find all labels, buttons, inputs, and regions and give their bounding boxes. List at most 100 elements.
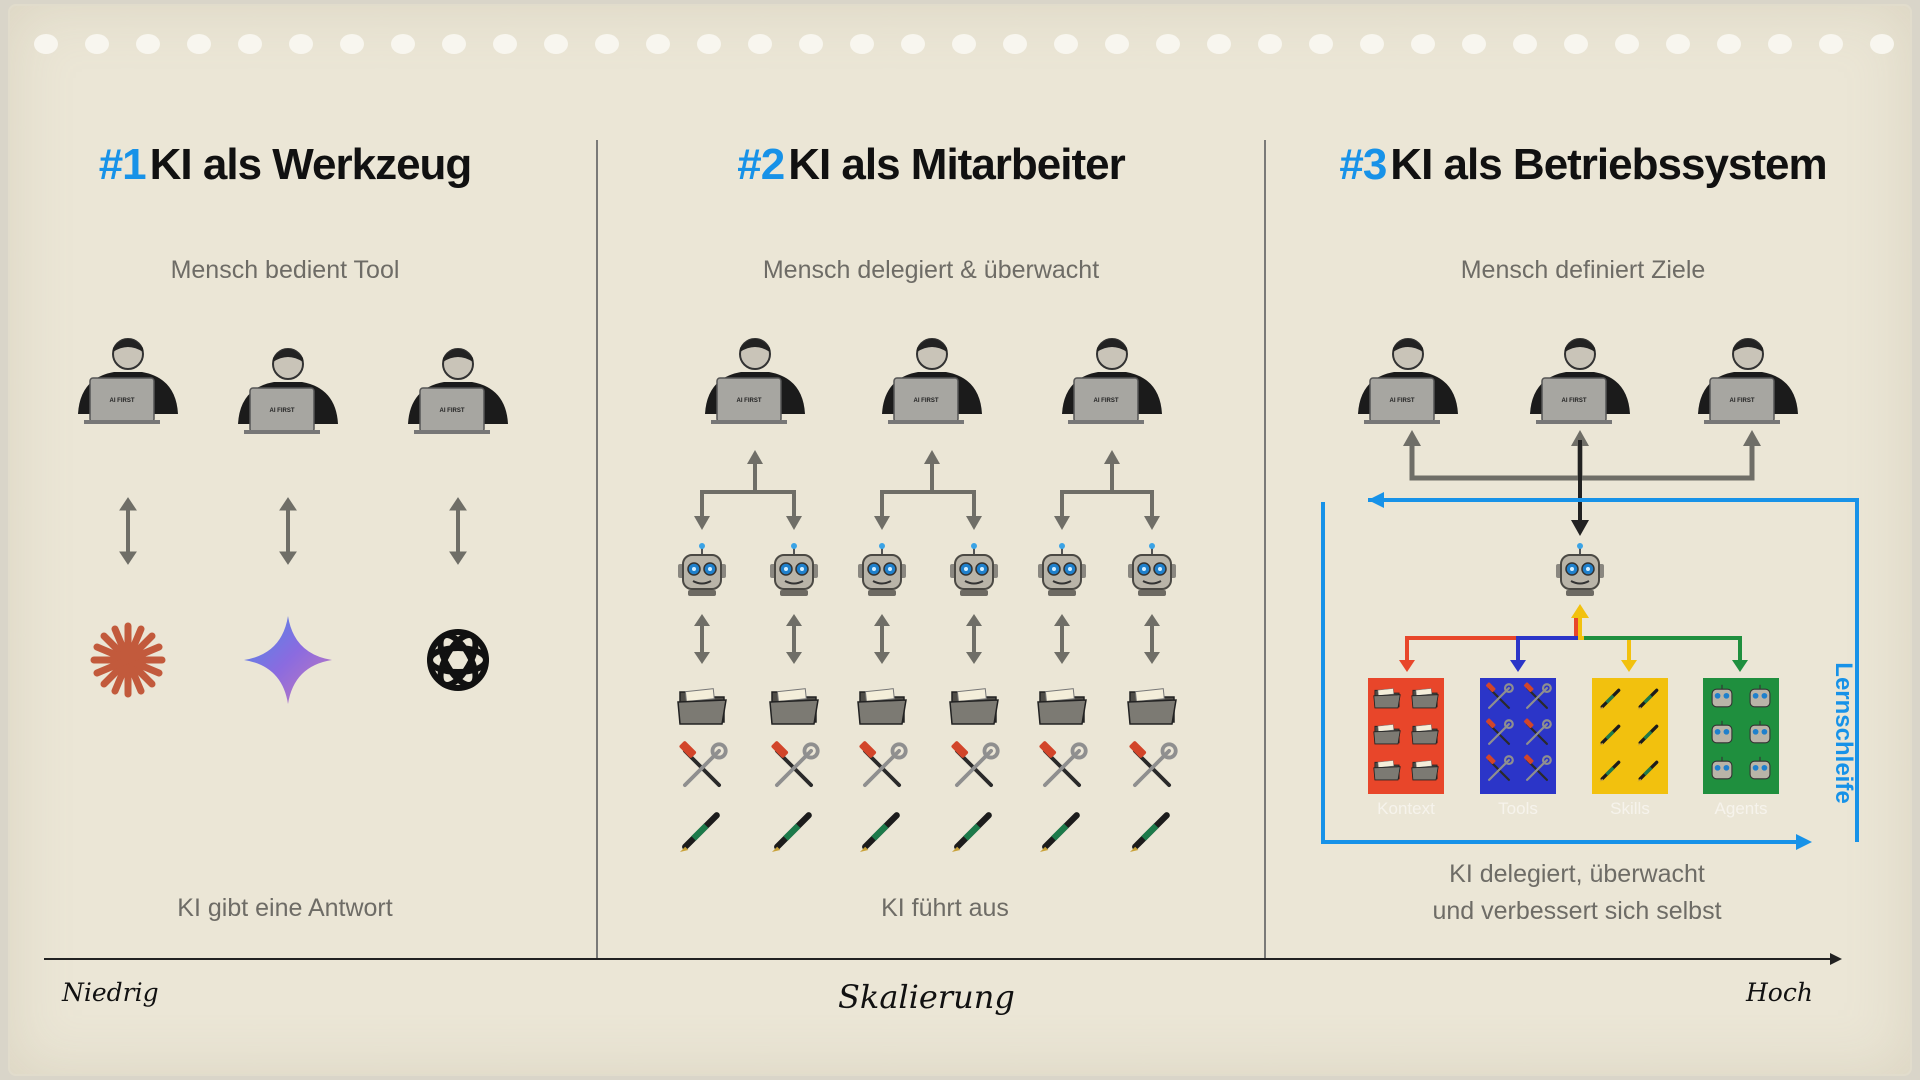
perforation-hole xyxy=(952,34,976,54)
bidirectional-arrows xyxy=(119,497,467,565)
perforation-hole xyxy=(1054,34,1078,54)
system-label: Skills xyxy=(1610,799,1650,818)
bottom-line-2: und verbessert sich selbst xyxy=(1432,897,1722,925)
column-1-graphics xyxy=(77,338,509,704)
person-figure xyxy=(1061,338,1163,425)
pen-icon xyxy=(1130,815,1167,852)
perforation-hole xyxy=(748,34,772,54)
tools-icon xyxy=(948,738,1000,787)
column-title: #2KI als Mitarbeiter xyxy=(600,140,1262,190)
perforation-hole xyxy=(1411,34,1435,54)
column-subtitle: Mensch bedient Tool xyxy=(170,256,400,284)
perforation-hole xyxy=(1870,34,1894,54)
perforation-hole xyxy=(595,34,619,54)
folder-icon xyxy=(677,687,727,725)
person-figure xyxy=(407,348,509,435)
orchestrator-robot xyxy=(1555,542,1605,597)
system-box-agents: Agents xyxy=(1703,678,1779,818)
perforation-hole xyxy=(34,34,58,54)
column-bottom-text: KI gibt eine Antwort xyxy=(177,894,393,922)
perforation-hole xyxy=(1003,34,1027,54)
person-figure xyxy=(1357,338,1459,425)
column-os: #3KI als Betriebssystem Mensch definiert… xyxy=(1268,0,1898,1000)
learning-loop xyxy=(1321,498,1859,844)
column-number: #3 xyxy=(1339,140,1387,189)
paper-background xyxy=(10,6,1910,1074)
perforation-hole xyxy=(442,34,466,54)
axis-high-label: Hoch xyxy=(1746,978,1813,1007)
perforation-hole xyxy=(1258,34,1282,54)
report-arrowheads xyxy=(1403,430,1761,446)
perforation-hole xyxy=(1564,34,1588,54)
folder-icon xyxy=(769,687,819,725)
scale-axis-arrow xyxy=(1830,953,1842,965)
perforation-hole xyxy=(1462,34,1486,54)
perforation-hole xyxy=(340,34,364,54)
perforation-hole xyxy=(136,34,160,54)
tools-icon xyxy=(768,738,820,787)
robot-agent xyxy=(857,542,907,597)
column-title: #3KI als Betriebssystem xyxy=(1268,140,1898,190)
column-title-text: KI als Werkzeug xyxy=(149,140,473,189)
loop-label: Lernschleife xyxy=(1830,662,1857,803)
axis-title: Skalierung xyxy=(838,978,1015,1016)
perforation-hole xyxy=(1666,34,1690,54)
robot-agent xyxy=(949,542,999,597)
system-boxes: Kontext Tools Skills Agents xyxy=(1368,678,1779,818)
system-label: Kontext xyxy=(1377,799,1435,818)
column-title-text: KI als Mitarbeiter xyxy=(788,140,1126,189)
perforation-hole xyxy=(1360,34,1384,54)
column-bottom-text: KI delegiert, überwacht und verbessert s… xyxy=(1262,856,1892,930)
folder-icon xyxy=(1037,687,1087,725)
perforation-hole xyxy=(544,34,568,54)
pen-icon xyxy=(1040,815,1077,852)
column-3-graphics: Lernschleife Kontext Tools Skills Agents xyxy=(1321,338,1859,850)
tools-icon xyxy=(856,738,908,787)
perforation-hole xyxy=(1819,34,1843,54)
robot-agent xyxy=(677,542,727,597)
person-figure xyxy=(881,338,983,425)
pen-icon xyxy=(772,815,809,852)
person-figure xyxy=(704,338,806,425)
robot-agent xyxy=(769,542,819,597)
system-label: Tools xyxy=(1498,799,1538,818)
perforation-hole xyxy=(187,34,211,54)
branch-lines xyxy=(1405,610,1742,662)
column-tool: #1KI als Werkzeug Mensch bedient Tool KI… xyxy=(40,0,530,1000)
robot-agent xyxy=(1127,542,1177,597)
gemini-icon xyxy=(244,616,332,704)
perforation-hole xyxy=(1156,34,1180,54)
perforation-hole xyxy=(85,34,109,54)
tools-icon xyxy=(676,738,728,787)
perforation-hole xyxy=(1768,34,1792,54)
person-figure xyxy=(1697,338,1799,425)
system-box-kontext: Kontext xyxy=(1368,678,1444,818)
column-title: #1KI als Werkzeug xyxy=(40,140,530,190)
robot-agent xyxy=(1037,542,1087,597)
column-bottom-text: KI führt aus xyxy=(881,894,1009,922)
perforation-hole xyxy=(238,34,262,54)
perforation-hole xyxy=(646,34,670,54)
perforation-hole xyxy=(1717,34,1741,54)
pen-icon xyxy=(680,815,717,852)
perforation-hole xyxy=(799,34,823,54)
column-coworker: #2KI als Mitarbeiter Mensch delegiert & … xyxy=(600,0,1262,1000)
column-2-graphics xyxy=(676,338,1178,852)
tools-icon xyxy=(1126,738,1178,787)
axis-low-label: Niedrig xyxy=(62,978,159,1007)
perforation-hole xyxy=(391,34,415,54)
perforation-hole xyxy=(289,34,313,54)
folder-icon xyxy=(949,687,999,725)
person-figure xyxy=(1529,338,1631,425)
column-title-text: KI als Betriebssystem xyxy=(1390,140,1827,189)
folder-icon xyxy=(857,687,907,725)
column-subtitle: Mensch delegiert & überwacht xyxy=(762,256,1100,284)
tools-icon xyxy=(1036,738,1088,787)
pen-icon xyxy=(860,815,897,852)
column-subtitle: Mensch definiert Ziele xyxy=(1460,256,1706,284)
system-label: Agents xyxy=(1715,799,1768,818)
system-box-skills: Skills xyxy=(1592,678,1668,818)
perforation-hole xyxy=(901,34,925,54)
column-divider-1 xyxy=(596,140,598,960)
